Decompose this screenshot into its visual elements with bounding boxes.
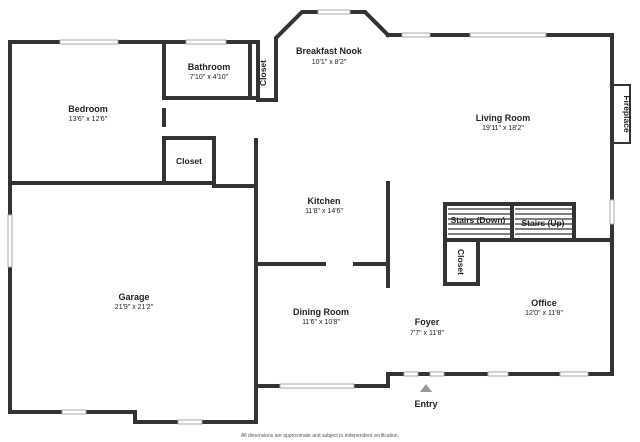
garage-name: Garage	[118, 292, 149, 302]
stairs-up-label: Stairs (Up)	[522, 218, 565, 228]
disclaimer: All dimensions are approximate and subje…	[241, 433, 399, 439]
bathroom-dims: 7'10" x 4'10"	[190, 74, 229, 81]
closet-bedroom-label: Closet	[176, 156, 202, 166]
windows	[7, 9, 615, 425]
breakfast-nook-dims: 10'1" x 8'2"	[312, 59, 347, 66]
fireplace-label: Fireplace	[622, 95, 632, 133]
exterior-walls	[8, 10, 614, 424]
bedroom-name: Bedroom	[68, 104, 108, 114]
interior-walls	[8, 40, 614, 424]
living-room-name: Living Room	[476, 113, 531, 123]
entry-arrow-icon	[420, 384, 432, 392]
kitchen-name: Kitchen	[307, 196, 340, 206]
bedroom-dims: 13'6" x 12'6"	[69, 116, 108, 123]
garage-dims: 21'9" x 21'2"	[115, 304, 154, 311]
foyer-name: Foyer	[415, 317, 440, 327]
stair-treads	[448, 208, 572, 235]
bathroom-name: Bathroom	[188, 62, 231, 72]
kitchen-dims: 11'8" x 14'6"	[305, 208, 343, 215]
dining-room-name: Dining Room	[293, 307, 349, 317]
foyer-dims: 7'7" x 11'8"	[410, 330, 444, 337]
office-dims: 12'0" x 11'8"	[525, 310, 563, 317]
dining-room-dims: 11'6" x 10'8"	[302, 319, 340, 326]
breakfast-nook-name: Breakfast Nook	[296, 46, 363, 56]
closet-stairs-label: Closet	[456, 249, 466, 275]
entry-label: Entry	[414, 399, 437, 409]
living-room-dims: 19'11" x 18'2"	[482, 125, 524, 132]
office-name: Office	[531, 298, 557, 308]
closet-top-label: Closet	[258, 60, 268, 86]
stairs-down-label: Stairs (Down)	[451, 215, 506, 225]
